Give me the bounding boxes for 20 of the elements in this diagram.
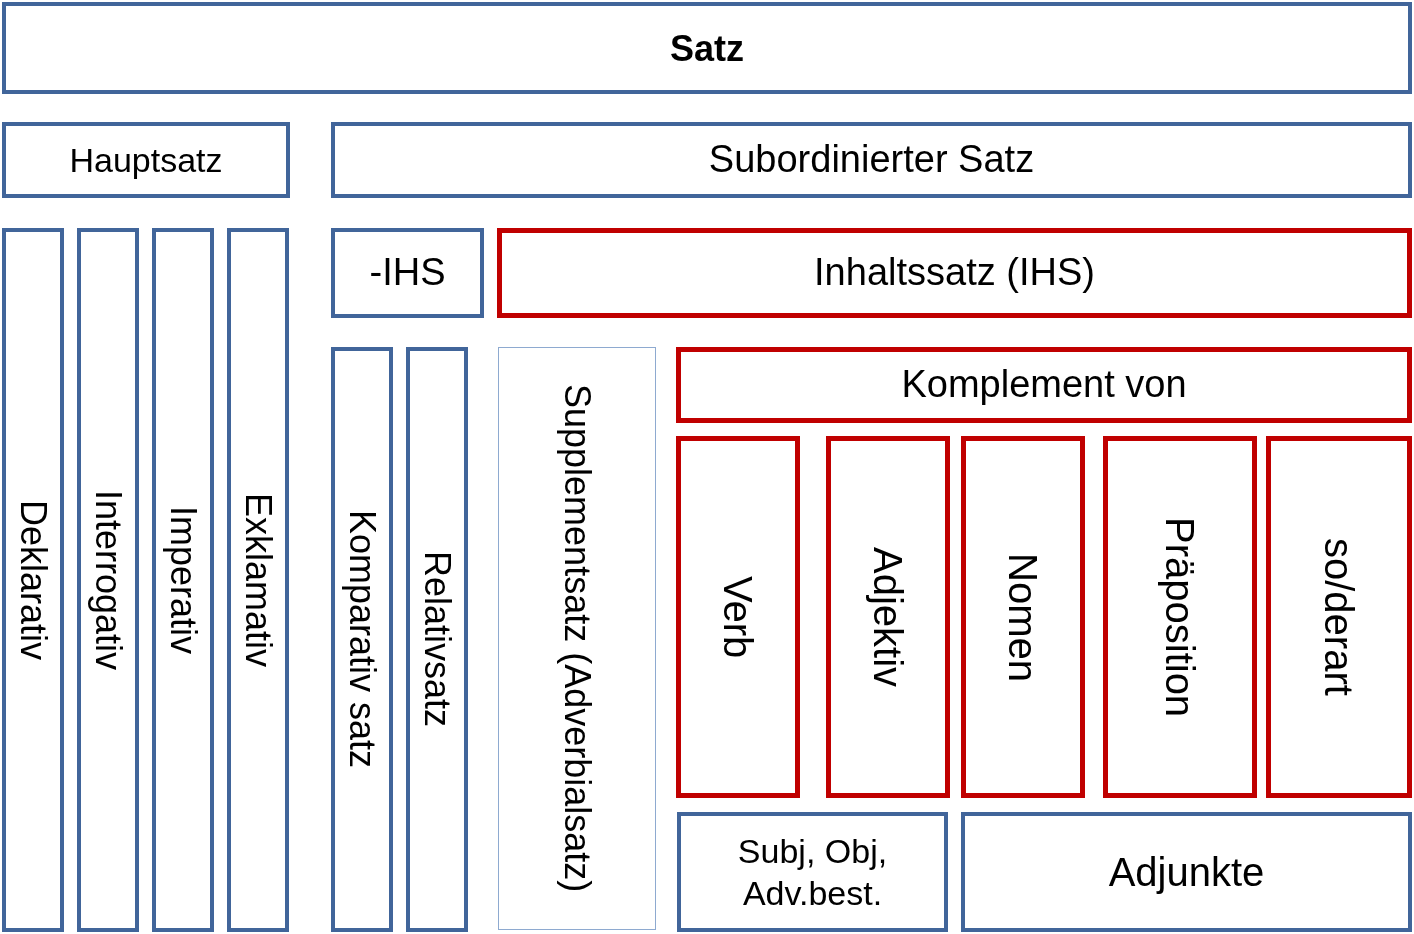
category-box: Supplementsatz (Adverbialsatz) [498,347,656,930]
category-box: Relativsatz [406,347,468,932]
highlighted-category-box: Inhaltssatz (IHS) [497,228,1412,318]
highlighted-category-box: Nomen [961,436,1085,798]
category-box: Hauptsatz [2,122,290,198]
category-box: Adjunkte [961,812,1412,932]
highlighted-category-box: Komplement von [676,347,1412,423]
highlighted-category-box: so/derart [1266,436,1412,798]
category-box: Deklarativ [2,228,64,932]
heading-box: Satz [2,2,1412,94]
category-box: Subordinierter Satz [331,122,1412,198]
highlighted-category-box: Adjektiv [826,436,950,798]
category-box: -IHS [331,228,484,318]
category-box: Imperativ [152,228,214,932]
category-box: Komparativ satz [331,347,393,932]
category-box: Subj, Obj, Adv.best. [677,812,948,932]
highlighted-category-box: Präposition [1103,436,1257,798]
highlighted-category-box: Verb [676,436,800,798]
category-box: Interrogativ [77,228,139,932]
category-box: Exklamativ [227,228,289,932]
